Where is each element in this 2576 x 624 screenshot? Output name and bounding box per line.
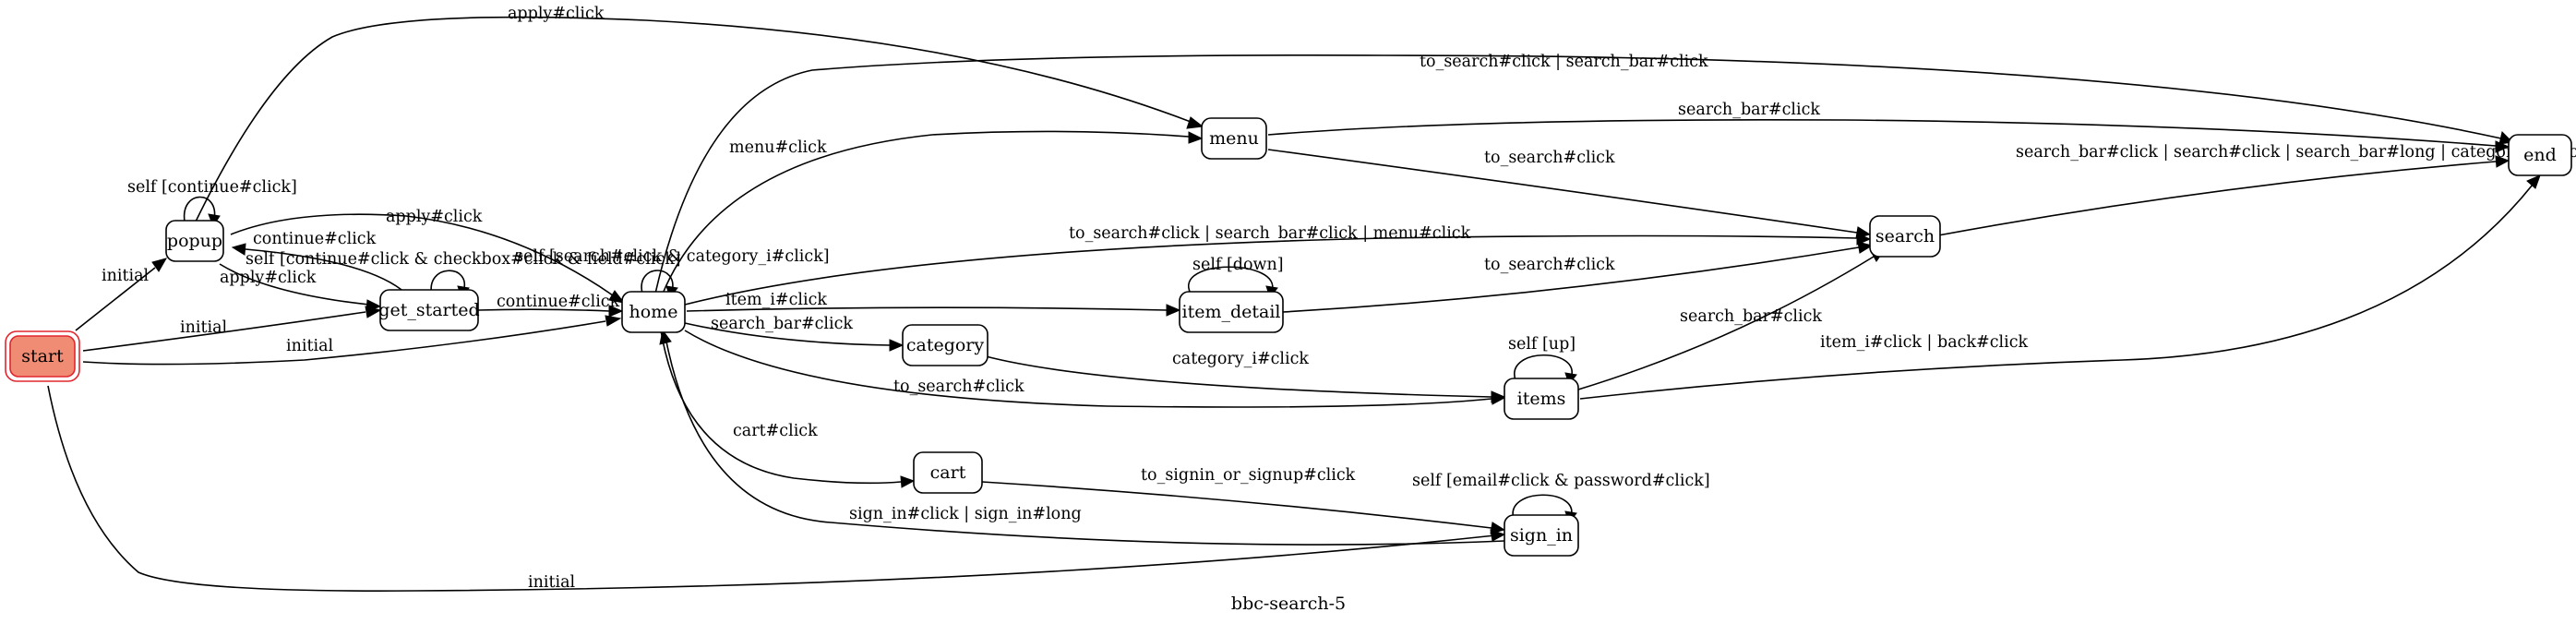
nodes: start popup get_started home menu item_d… [5, 117, 2572, 557]
node-get-started: get_started [378, 289, 480, 331]
edge-search-end: search_bar#click | search#click | search… [1937, 143, 2576, 236]
edge-label-get-started-self: self [continue#click & checkbox#click & … [246, 250, 681, 269]
edge-label-get-started-home: continue#click [497, 293, 620, 311]
edge-label-home-search: to_search#click | search_bar#click | men… [1069, 224, 1471, 243]
edge-category-items: category_i#click [985, 350, 1506, 403]
edge-popup-home: apply#click [230, 208, 626, 304]
edge-popup-get-started: apply#click [219, 263, 382, 312]
edge-label-popup-menu: apply#click [508, 5, 605, 23]
edge-start-get-started: initial [82, 306, 382, 352]
node-label-sign-in: sign_in [1510, 525, 1573, 546]
node-label-category: category [906, 335, 985, 355]
diagram-caption: bbc-search-5 [1231, 594, 1346, 614]
edge-label-item-detail-search: to_search#click [1484, 256, 1615, 274]
edge-label-start-home: initial [286, 337, 334, 355]
edge-popup-menu: apply#click [195, 5, 1204, 222]
node-label-popup: popup [167, 231, 222, 251]
edge-item-detail-search: to_search#click [1282, 241, 1874, 313]
edge-label-home-category: search_bar#click [711, 315, 853, 333]
edge-label-items-search: search_bar#click [1680, 307, 1822, 326]
edge-home-category: search_bar#click [684, 315, 905, 352]
node-label-menu: menu [1209, 128, 1259, 149]
edge-label-get-started-popup: continue#click [253, 230, 377, 248]
edge-label-menu-search: to_search#click [1484, 149, 1615, 167]
edge-label-items-end: item_i#click | back#click [1820, 333, 2029, 352]
edge-label-home-menu: menu#click [729, 138, 827, 157]
edge-label-home-items: to_search#click [893, 378, 1024, 396]
node-home: home [621, 291, 686, 333]
edge-home-menu: menu#click [662, 130, 1204, 294]
node-label-cart: cart [930, 462, 966, 483]
edge-label-items-self: self [up] [1508, 335, 1576, 354]
edge-label-home-item-detail: item_i#click [725, 291, 827, 309]
node-category: category [902, 324, 988, 366]
edge-home-search: to_search#click | search_bar#click | men… [684, 224, 1872, 306]
node-label-end: end [2523, 145, 2557, 165]
edge-label-start-sign-in: initial [528, 573, 576, 592]
edge-label-search-end: search_bar#click | search#click | search… [2016, 143, 2576, 162]
edge-label-popup-get-started: apply#click [220, 269, 317, 287]
edge-label-home-end: to_search#click | search_bar#click [1420, 53, 1708, 71]
edge-label-sign-in-home: sign_in#click | sign_in#long [849, 505, 1082, 523]
edge-sign-in-home: sign_in#click | sign_in#long [659, 329, 1505, 546]
node-items: items [1504, 378, 1579, 420]
edge-label-start-get-started: initial [180, 318, 228, 337]
node-cart: cart [913, 451, 983, 494]
node-label-get-started: get_started [378, 300, 479, 320]
node-search: search [1869, 215, 1941, 258]
node-label-search: search [1875, 226, 1935, 246]
node-label-items: items [1517, 389, 1566, 409]
edges: initial initial initial initial self [co… [47, 5, 2576, 592]
edge-label-home-cart: cart#click [733, 422, 818, 440]
edge-menu-search: to_search#click [1267, 149, 1872, 239]
node-label-home: home [629, 302, 678, 322]
edge-items-search: search_bar#click [1577, 248, 1887, 390]
edge-items-end: item_i#click | back#click [1579, 174, 2541, 400]
edge-start-popup: initial [75, 258, 168, 331]
edge-get-started-home: continue#click [477, 293, 624, 318]
start-node-fill [9, 335, 76, 378]
node-label-item-detail: item_detail [1182, 302, 1281, 322]
edge-popup-self: self [continue#click] [127, 178, 297, 228]
edge-label-item-detail-self: self [down] [1192, 256, 1284, 274]
edge-get-started-popup: continue#click [231, 230, 407, 294]
edge-start-sign-in: initial [47, 385, 1506, 592]
edge-label-menu-end: search_bar#click [1678, 101, 1820, 119]
node-label-start: start [21, 346, 64, 366]
edge-home-cart: cart#click [660, 330, 916, 488]
edge-label-category-items: category_i#click [1172, 350, 1309, 368]
edge-label-home-self: self [search#click & category_i#click] [515, 247, 830, 266]
node-start: start [5, 330, 80, 382]
node-end: end [2508, 134, 2572, 176]
node-item-detail: item_detail [1179, 291, 1284, 333]
edge-label-start-popup: initial [102, 267, 150, 285]
edge-items-self: self [up] [1508, 335, 1577, 386]
edge-label-sign-in-self: self [email#click & password#click] [1412, 472, 1710, 490]
edge-start-home: initial [82, 315, 622, 366]
node-menu: menu [1201, 117, 1267, 160]
edge-label-popup-home: apply#click [386, 208, 483, 226]
edge-menu-end: search_bar#click [1267, 101, 2510, 153]
edge-cart-sign-in: to_signin_or_signup#click [981, 466, 1506, 534]
edge-home-item-detail: item_i#click [686, 291, 1181, 317]
node-popup: popup [165, 220, 224, 262]
node-sign-in: sign_in [1504, 514, 1579, 557]
edge-label-cart-sign-in: to_signin_or_signup#click [1141, 466, 1356, 485]
